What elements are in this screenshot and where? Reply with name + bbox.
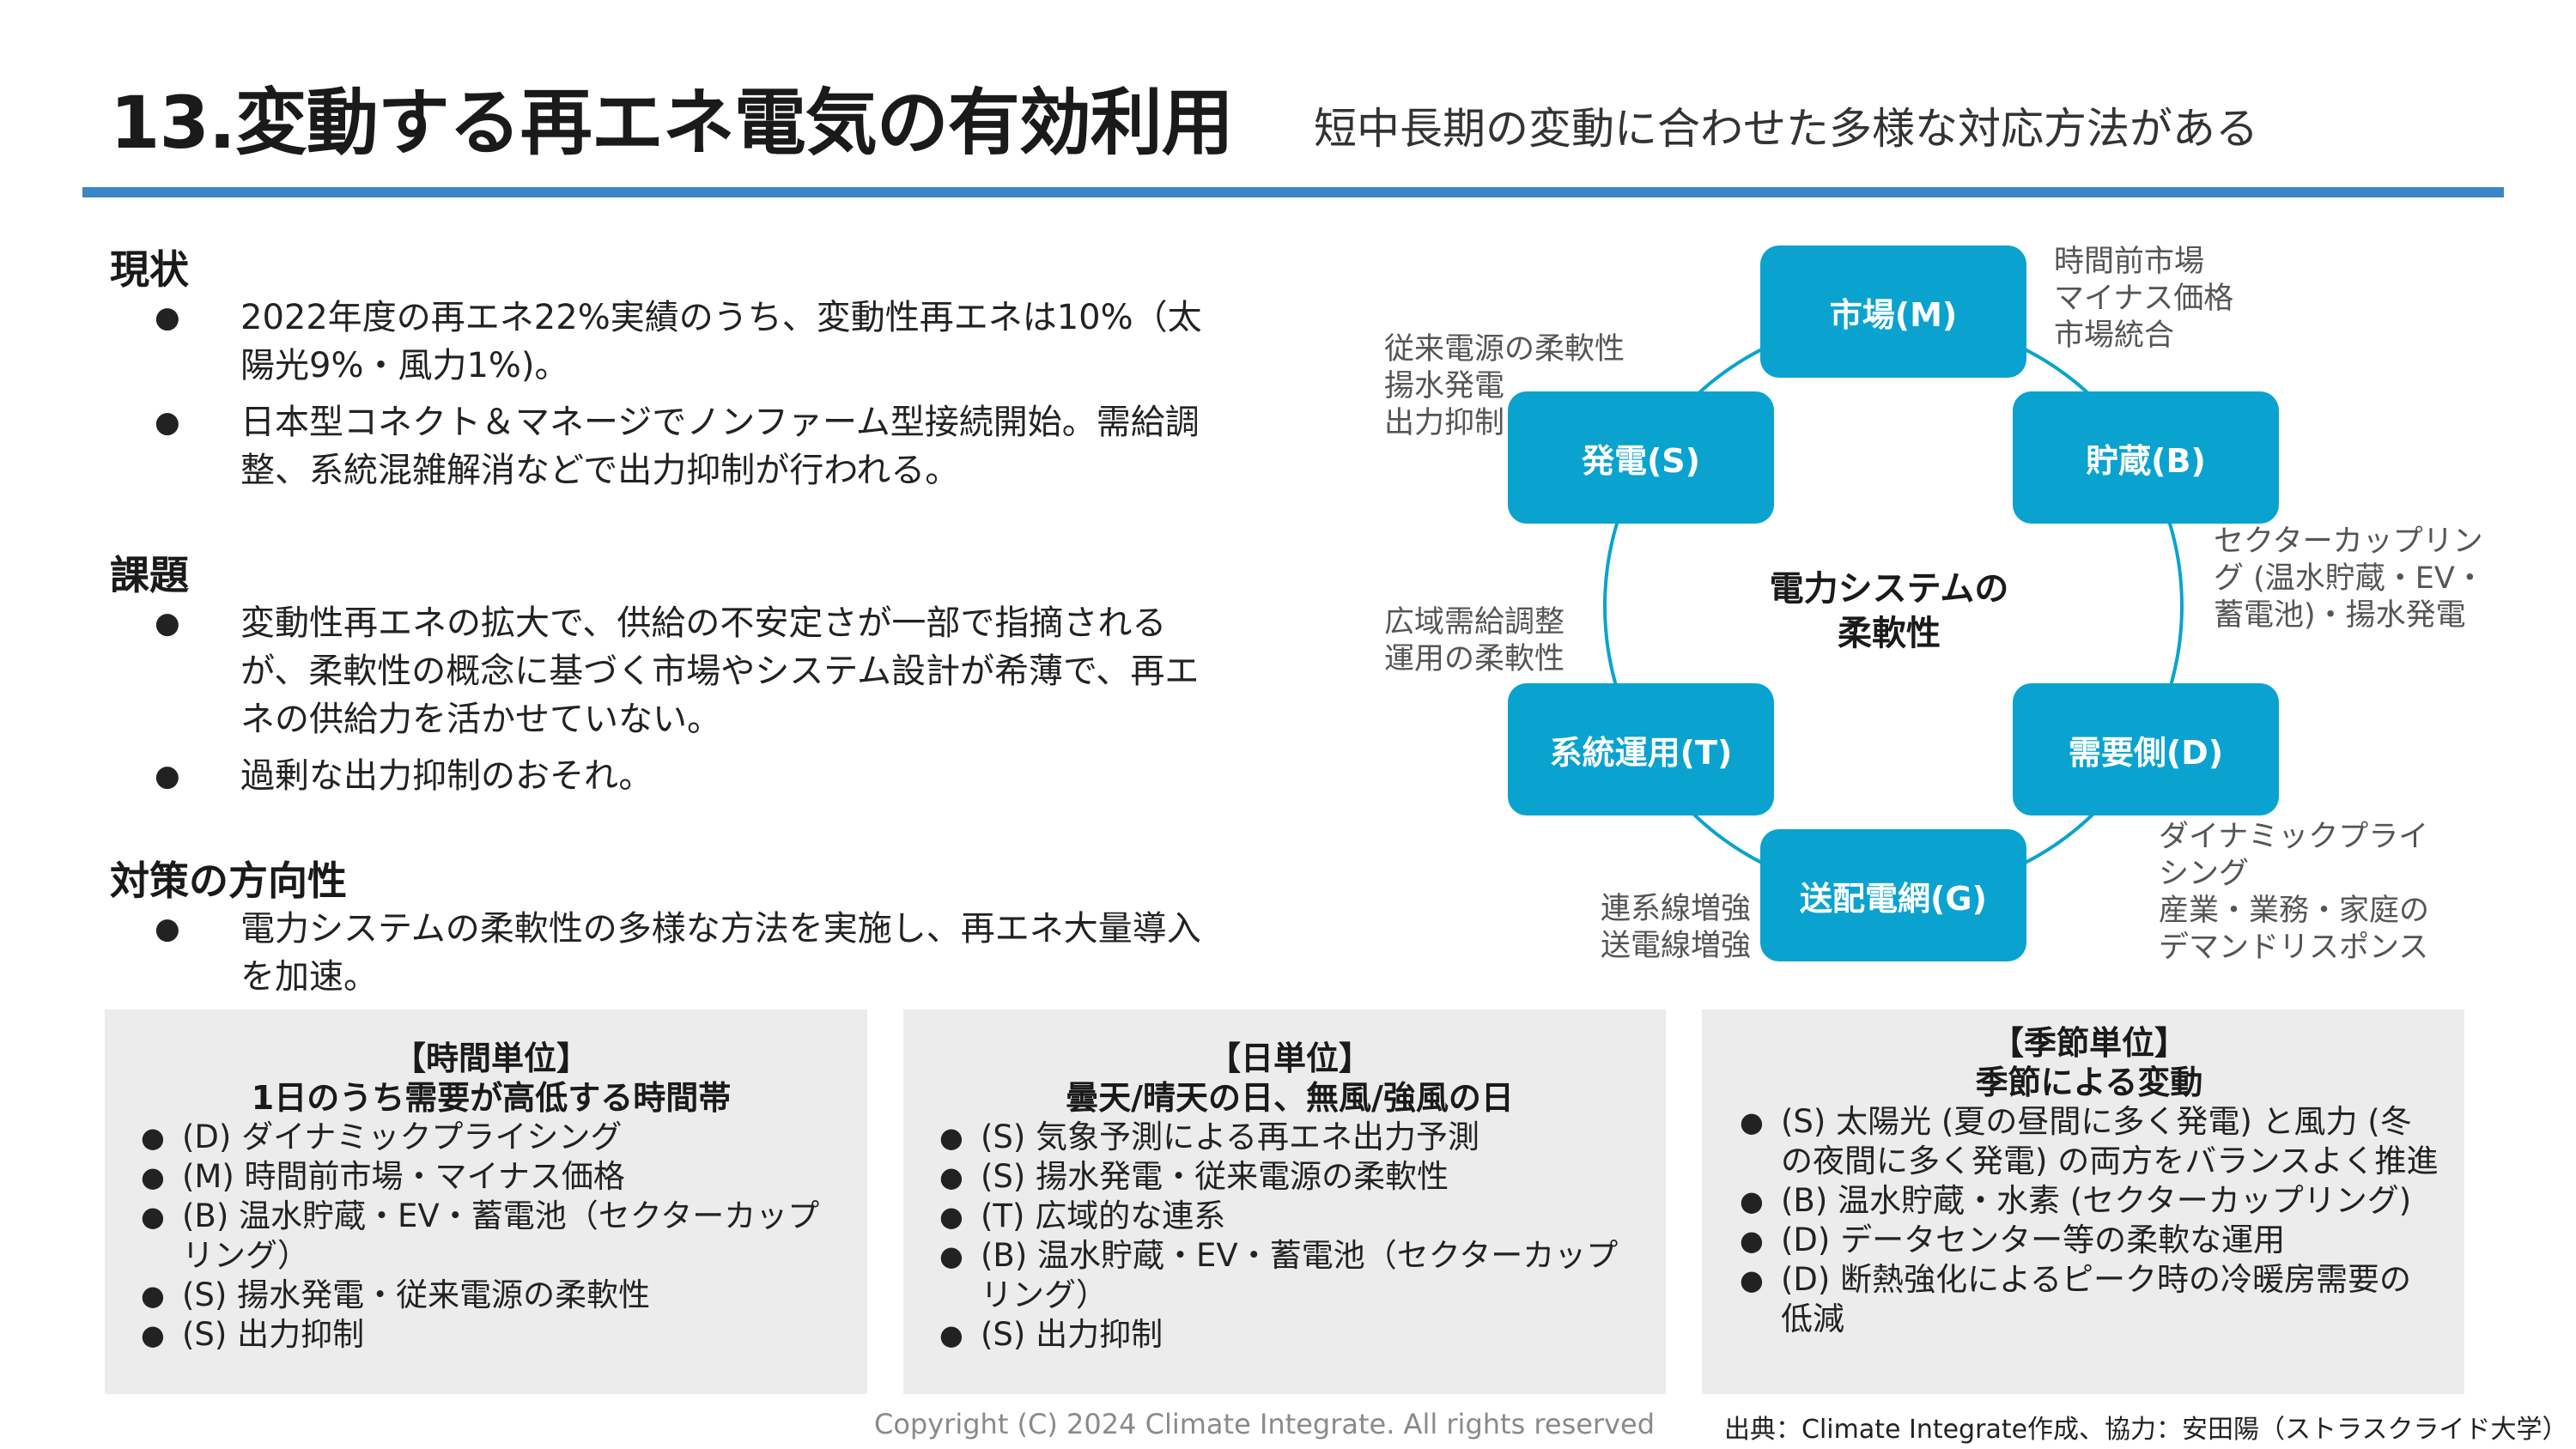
list-item: (M) 時間前市場・マイナス価格 (141, 1157, 841, 1197)
bullet-item: 日本型コネクト＆マネージでノンファーム型接続開始。需給調整、系統混雑解消などで出… (155, 398, 1228, 494)
list-item: (D) ダイナミックプライシング (141, 1118, 841, 1157)
list-item: (T) 広域的な連系 (939, 1197, 1640, 1236)
box-title: 【日単位】 (1207, 1040, 1371, 1077)
list-item: (S) 揚水発電・従来電源の柔軟性 (939, 1157, 1640, 1197)
bullet-item: 電力システムの柔軟性の多様な方法を実施し、再エネ大量導入を加速。 (155, 905, 1228, 1001)
list-item: (S) 揚水発電・従来電源の柔軟性 (141, 1276, 841, 1315)
section-heading-direction: 対策の方向性 (110, 858, 347, 904)
list-item: (D) データセンター等の柔軟な運用 (1740, 1221, 2439, 1260)
bullet-item: 2022年度の再エネ22%実績のうち、変動性再エネは10%（太陽光9%・風力1%… (155, 294, 1228, 390)
note-generation: 従来電源の柔軟性 揚水発電 出力抑制 (1384, 332, 1625, 440)
box-title: 【時間単位】 (392, 1040, 589, 1077)
page-title: 13.変動する再エネ電気の有効利用 (110, 81, 1234, 165)
node-transmission: 送配電網(G) (1760, 829, 2026, 961)
diagram-center-label: 電力システムの 柔軟性 (1769, 569, 2009, 653)
direction-bullet-list: 電力システムの柔軟性の多様な方法を実施し、再エネ大量導入を加速。 (155, 905, 1228, 1009)
list-item: (S) 出力抑制 (939, 1315, 1640, 1355)
box-daily: 【日単位】 曇天/晴天の日、無風/強風の日 (S) 気象予測による再エネ出力予測… (903, 1009, 1666, 1394)
note-demand-side: ダイナミックプライ シング 産業・業務・家庭の デマンドリスポンス (2159, 820, 2430, 965)
node-generation: 発電(S) (1508, 391, 1774, 524)
note-transmission: 連系線増強 送電線増強 (1601, 892, 1752, 963)
current-bullet-list: 2022年度の再エネ22%実績のうち、変動性再エネは10%（太陽光9%・風力1%… (155, 294, 1228, 503)
node-grid-operation: 系統運用(T) (1508, 683, 1774, 815)
box-subtitle: 曇天/晴天の日、無風/強風の日 (1066, 1079, 1514, 1117)
list-item: (B) 温水貯蔵・水素 (セクターカップリング) (1740, 1181, 2439, 1221)
node-storage: 貯蔵(B) (2013, 391, 2279, 524)
node-demand-side: 需要側(D) (2013, 683, 2279, 815)
list-item: (B) 温水貯蔵・EV・蓄電池（セクターカップリング） (939, 1236, 1640, 1315)
box-hourly: 【時間単位】 1日のうち需要が高低する時間帯 (D) ダイナミックプライシング … (105, 1009, 867, 1394)
box-item-list: (S) 太陽光 (夏の昼間に多く発電) と風力 (冬の夜間に多く発電) の両方を… (1740, 1102, 2439, 1339)
list-item: (D) 断熱強化によるピーク時の冷暖房需要の低減 (1740, 1260, 2439, 1339)
list-item: (S) 気象予測による再エネ出力予測 (939, 1118, 1640, 1157)
issues-bullet-list: 変動性再エネの拡大で、供給の不安定さが一部で指摘されるが、柔軟性の概念に基づく市… (155, 599, 1228, 809)
bullet-item: 過剰な出力抑制のおそれ。 (155, 752, 1228, 800)
box-item-list: (D) ダイナミックプライシング (M) 時間前市場・マイナス価格 (B) 温水… (141, 1118, 841, 1355)
section-heading-issues: 課題 (110, 552, 189, 598)
box-subtitle: 1日のうち需要が高低する時間帯 (251, 1079, 732, 1117)
note-grid-operation: 広域需給調整 運用の柔軟性 (1384, 605, 1565, 676)
box-seasonal: 【季節単位】 季節による変動 (S) 太陽光 (夏の昼間に多く発電) と風力 (… (1702, 1009, 2464, 1394)
box-item-list: (S) 気象予測による再エネ出力予測 (S) 揚水発電・従来電源の柔軟性 (T)… (939, 1118, 1640, 1355)
section-heading-current: 現状 (110, 246, 189, 293)
box-subtitle: 季節による変動 (1975, 1064, 2203, 1101)
header-divider (82, 187, 2504, 197)
box-title: 【季節単位】 (1990, 1024, 2187, 1062)
source-credit: 出典：Climate Integrate作成、協力：安田陽（ストラスクライド大学… (1724, 1415, 2568, 1445)
note-storage: セクターカップリン グ (温水貯蔵・EV・ 蓄電池)・揚水発電 (2214, 524, 2485, 633)
list-item: (B) 温水貯蔵・EV・蓄電池（セクターカップリング） (141, 1197, 841, 1276)
copyright-text: Copyright (C) 2024 Climate Integrate. Al… (874, 1408, 1656, 1440)
note-market: 時間前市場 マイナス価格 市場統合 (2054, 245, 2234, 353)
list-item: (S) 出力抑制 (141, 1315, 841, 1355)
node-market: 市場(M) (1760, 246, 2026, 378)
list-item: (S) 太陽光 (夏の昼間に多く発電) と風力 (冬の夜間に多く発電) の両方を… (1740, 1102, 2439, 1181)
page-subtitle: 短中長期の変動に合わせた多様な対応方法がある (1314, 104, 2258, 154)
bullet-item: 変動性再エネの拡大で、供給の不安定さが一部で指摘されるが、柔軟性の概念に基づく市… (155, 599, 1228, 743)
